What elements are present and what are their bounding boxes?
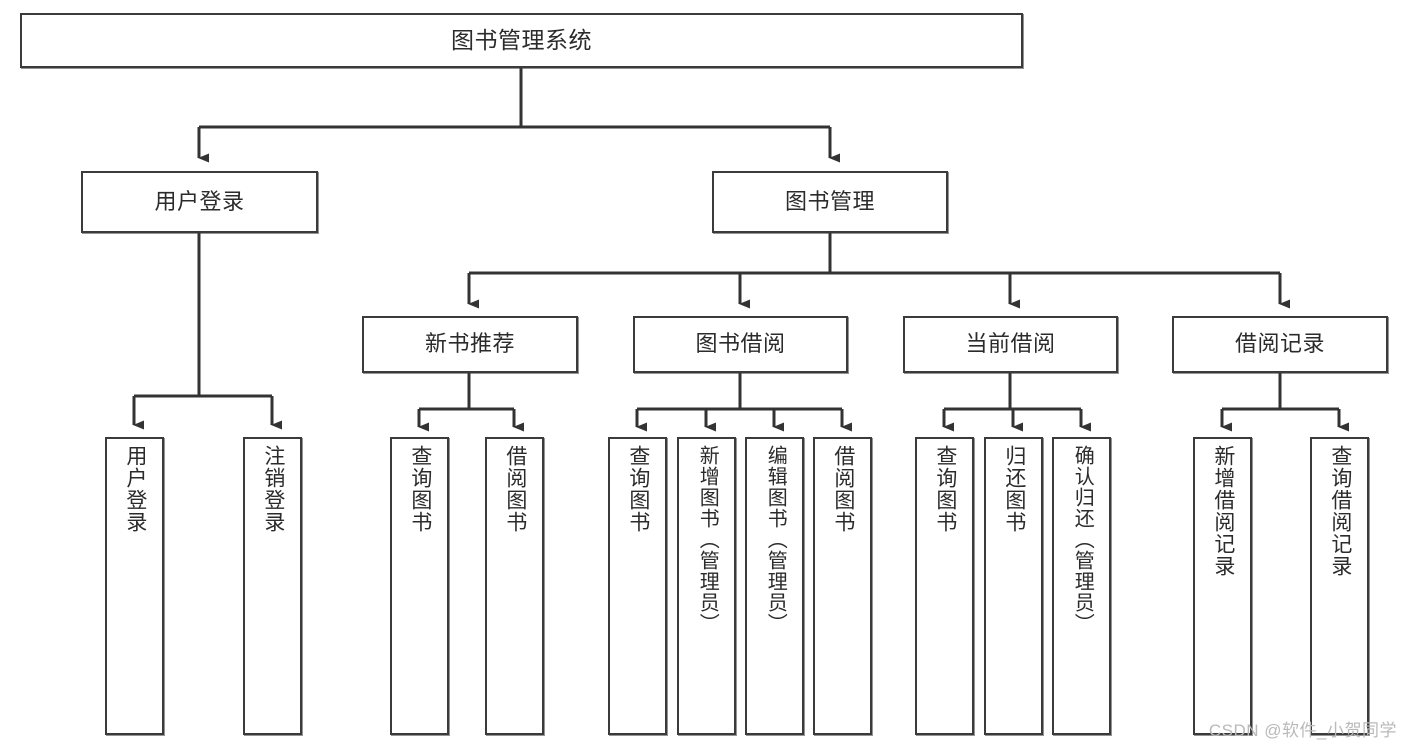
node-leaf-query-book-borrow-label: 查询图书	[626, 445, 650, 533]
node-leaf-user-login[interactable]: 用户登录	[105, 437, 164, 735]
node-current-borrow[interactable]: 当前借阅	[903, 316, 1118, 373]
node-leaf-add-borrow-record[interactable]: 新增借阅记录	[1193, 437, 1252, 735]
node-leaf-edit-book-admin-label: 编辑图书（管理员）	[764, 445, 787, 634]
node-leaf-add-borrow-record-label: 新增借阅记录	[1211, 445, 1235, 577]
node-borrow-record[interactable]: 借阅记录	[1172, 316, 1388, 373]
node-leaf-user-login-label: 用户登录	[123, 445, 147, 533]
node-leaf-query-book-current-label: 查询图书	[933, 445, 957, 533]
node-book-borrow[interactable]: 图书借阅	[633, 316, 848, 373]
node-leaf-borrow-book-borrow-label: 借阅图书	[831, 445, 855, 533]
node-root-system[interactable]: 图书管理系统	[20, 13, 1023, 68]
node-leaf-borrow-book-new-label: 借阅图书	[503, 445, 527, 533]
node-leaf-logout-label: 注销登录	[261, 445, 285, 533]
csdn-watermark: CSDN @软件_小贺同学	[1208, 721, 1397, 740]
node-leaf-return-book-label: 归还图书	[1002, 445, 1026, 533]
node-leaf-add-book-admin[interactable]: 新增图书（管理员）	[677, 437, 736, 735]
node-leaf-logout[interactable]: 注销登录	[243, 437, 302, 735]
node-leaf-query-book-current[interactable]: 查询图书	[915, 437, 974, 735]
node-leaf-query-book-new[interactable]: 查询图书	[390, 437, 449, 735]
node-leaf-borrow-book-borrow[interactable]: 借阅图书	[813, 437, 872, 735]
node-leaf-confirm-return-admin-label: 确认归还（管理员）	[1071, 445, 1094, 634]
node-book-manage[interactable]: 图书管理	[712, 171, 948, 233]
node-leaf-edit-book-admin[interactable]: 编辑图书（管理员）	[745, 437, 804, 735]
node-leaf-return-book[interactable]: 归还图书	[984, 437, 1043, 735]
node-user-login[interactable]: 用户登录	[81, 171, 318, 233]
node-leaf-add-book-admin-label: 新增图书（管理员）	[696, 445, 719, 634]
node-leaf-borrow-book-new[interactable]: 借阅图书	[485, 437, 544, 735]
node-leaf-query-borrow-record-label: 查询借阅记录	[1328, 445, 1352, 577]
node-leaf-query-borrow-record[interactable]: 查询借阅记录	[1310, 437, 1369, 735]
node-leaf-query-book-new-label: 查询图书	[408, 445, 432, 533]
node-new-book-recommendation[interactable]: 新书推荐	[362, 316, 578, 373]
node-leaf-confirm-return-admin[interactable]: 确认归还（管理员）	[1052, 437, 1111, 735]
node-leaf-query-book-borrow[interactable]: 查询图书	[608, 437, 667, 735]
